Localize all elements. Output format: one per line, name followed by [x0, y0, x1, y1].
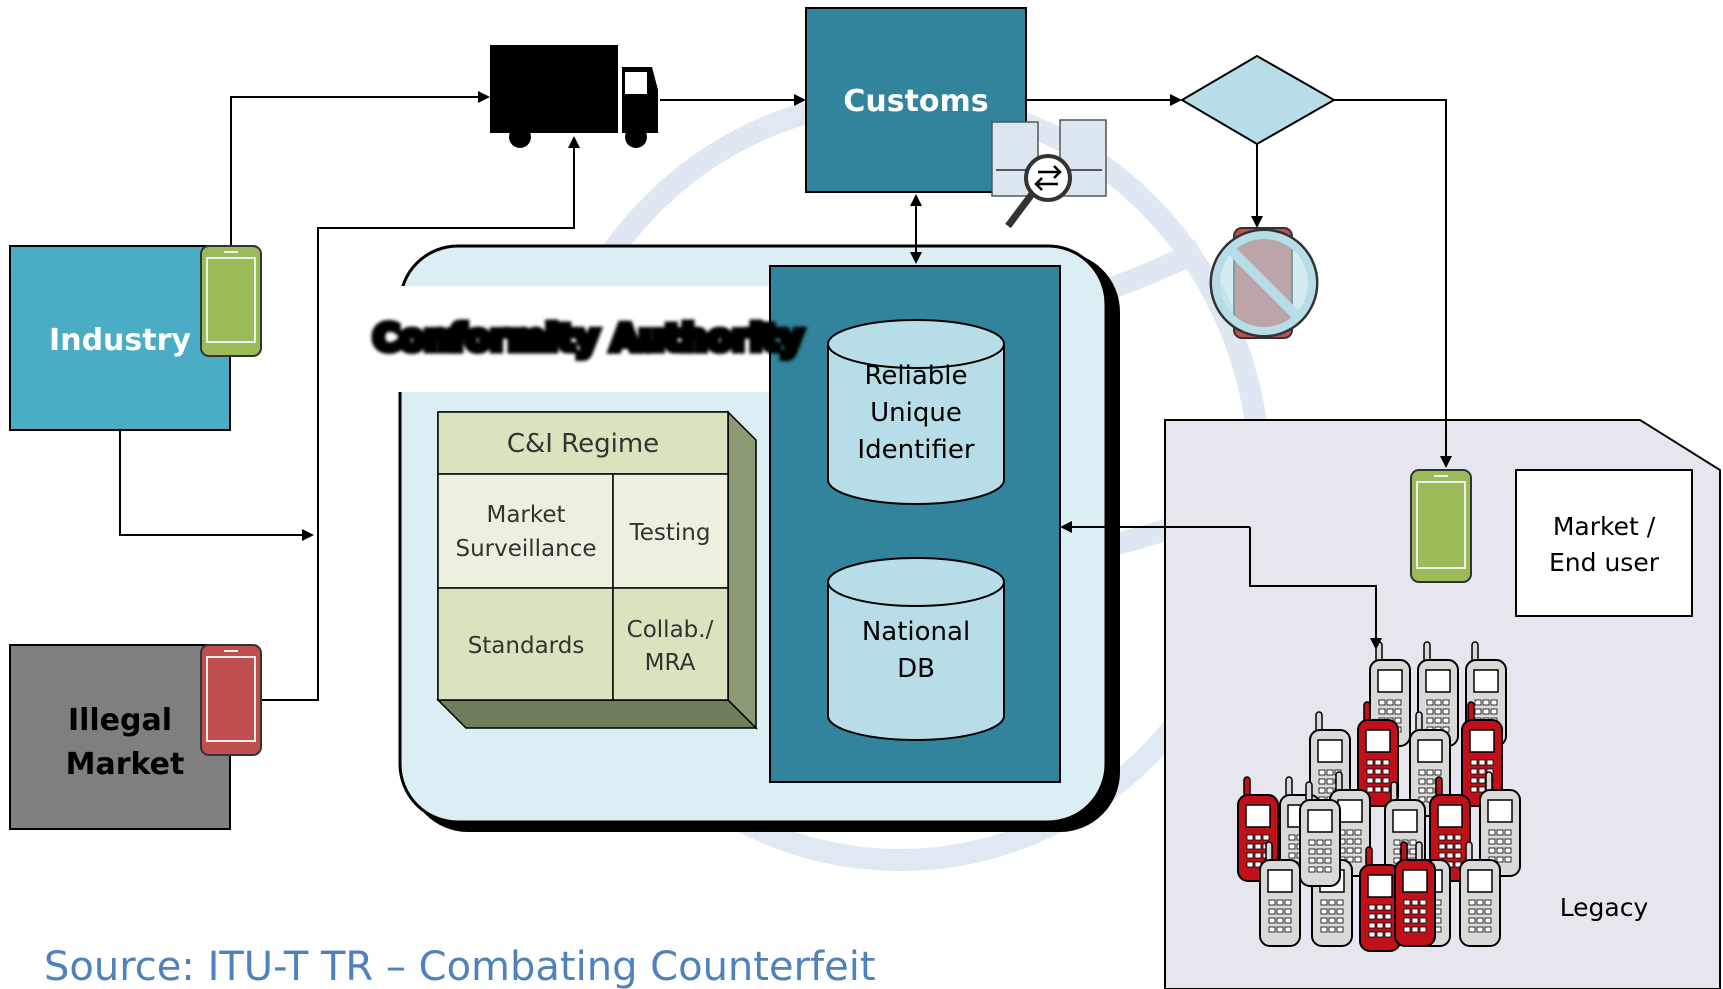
market-surveillance-line1: Market — [486, 502, 565, 528]
legacy-label: Legacy — [1560, 893, 1649, 922]
national-db-line1: National — [862, 617, 970, 647]
legacy-phone-icon — [1299, 781, 1341, 887]
national-db-cylinder — [827, 557, 1005, 741]
market-surveillance-line2: Surveillance — [455, 536, 596, 562]
testing-label: Testing — [629, 520, 711, 546]
source-caption: Source: ITU-T TR – Combating Counterfeit — [44, 944, 876, 989]
collab-label-line1: Collab./ — [627, 617, 714, 643]
customs-box — [805, 7, 1027, 193]
inspection-servers-icon — [991, 119, 1107, 229]
legacy-phone-icon — [1394, 841, 1436, 947]
market-end-user-box — [1515, 469, 1693, 617]
decision-diamond — [1180, 54, 1337, 146]
identifier-line3: Identifier — [857, 435, 974, 465]
industry-box — [9, 245, 231, 431]
legacy-phone-icon — [1417, 641, 1459, 747]
market-end-user-line2: End user — [1549, 548, 1660, 577]
national-db-line2: DB — [897, 654, 935, 684]
legacy-phone-icon — [1359, 846, 1401, 952]
blocked-phone-icon — [1209, 227, 1319, 339]
illegal-market-label-line1: Illegal — [68, 703, 172, 738]
legit-market-phone-icon — [1410, 469, 1472, 583]
identifier-cylinder — [827, 319, 1005, 505]
industry-phone-icon — [200, 245, 262, 357]
legacy-phone-icon — [1259, 841, 1301, 947]
market-end-user-line1: Market / — [1553, 512, 1656, 541]
regime-cube — [436, 410, 758, 730]
standards-label: Standards — [468, 633, 585, 659]
legacy-phone-icon — [1459, 841, 1501, 947]
identifier-line2: Unique — [870, 398, 962, 428]
regime-title: C&I Regime — [507, 429, 659, 459]
illegal-market-box — [9, 644, 231, 830]
authority-title: Conformity Authority — [373, 318, 803, 359]
legacy-phone-icon — [1357, 701, 1399, 807]
legacy-phones-cluster — [1237, 641, 1521, 952]
illegal-market-label-line2: Market — [66, 747, 185, 782]
illegal-phone-icon — [200, 644, 262, 756]
customs-label: Customs — [843, 84, 988, 119]
collab-label-line2: MRA — [645, 650, 696, 676]
authority-title-panel — [398, 286, 780, 392]
industry-label: Industry — [49, 323, 191, 358]
identifier-line1: Reliable — [865, 361, 968, 391]
connectors — [119, 91, 1452, 701]
truck-icon — [490, 45, 658, 148]
